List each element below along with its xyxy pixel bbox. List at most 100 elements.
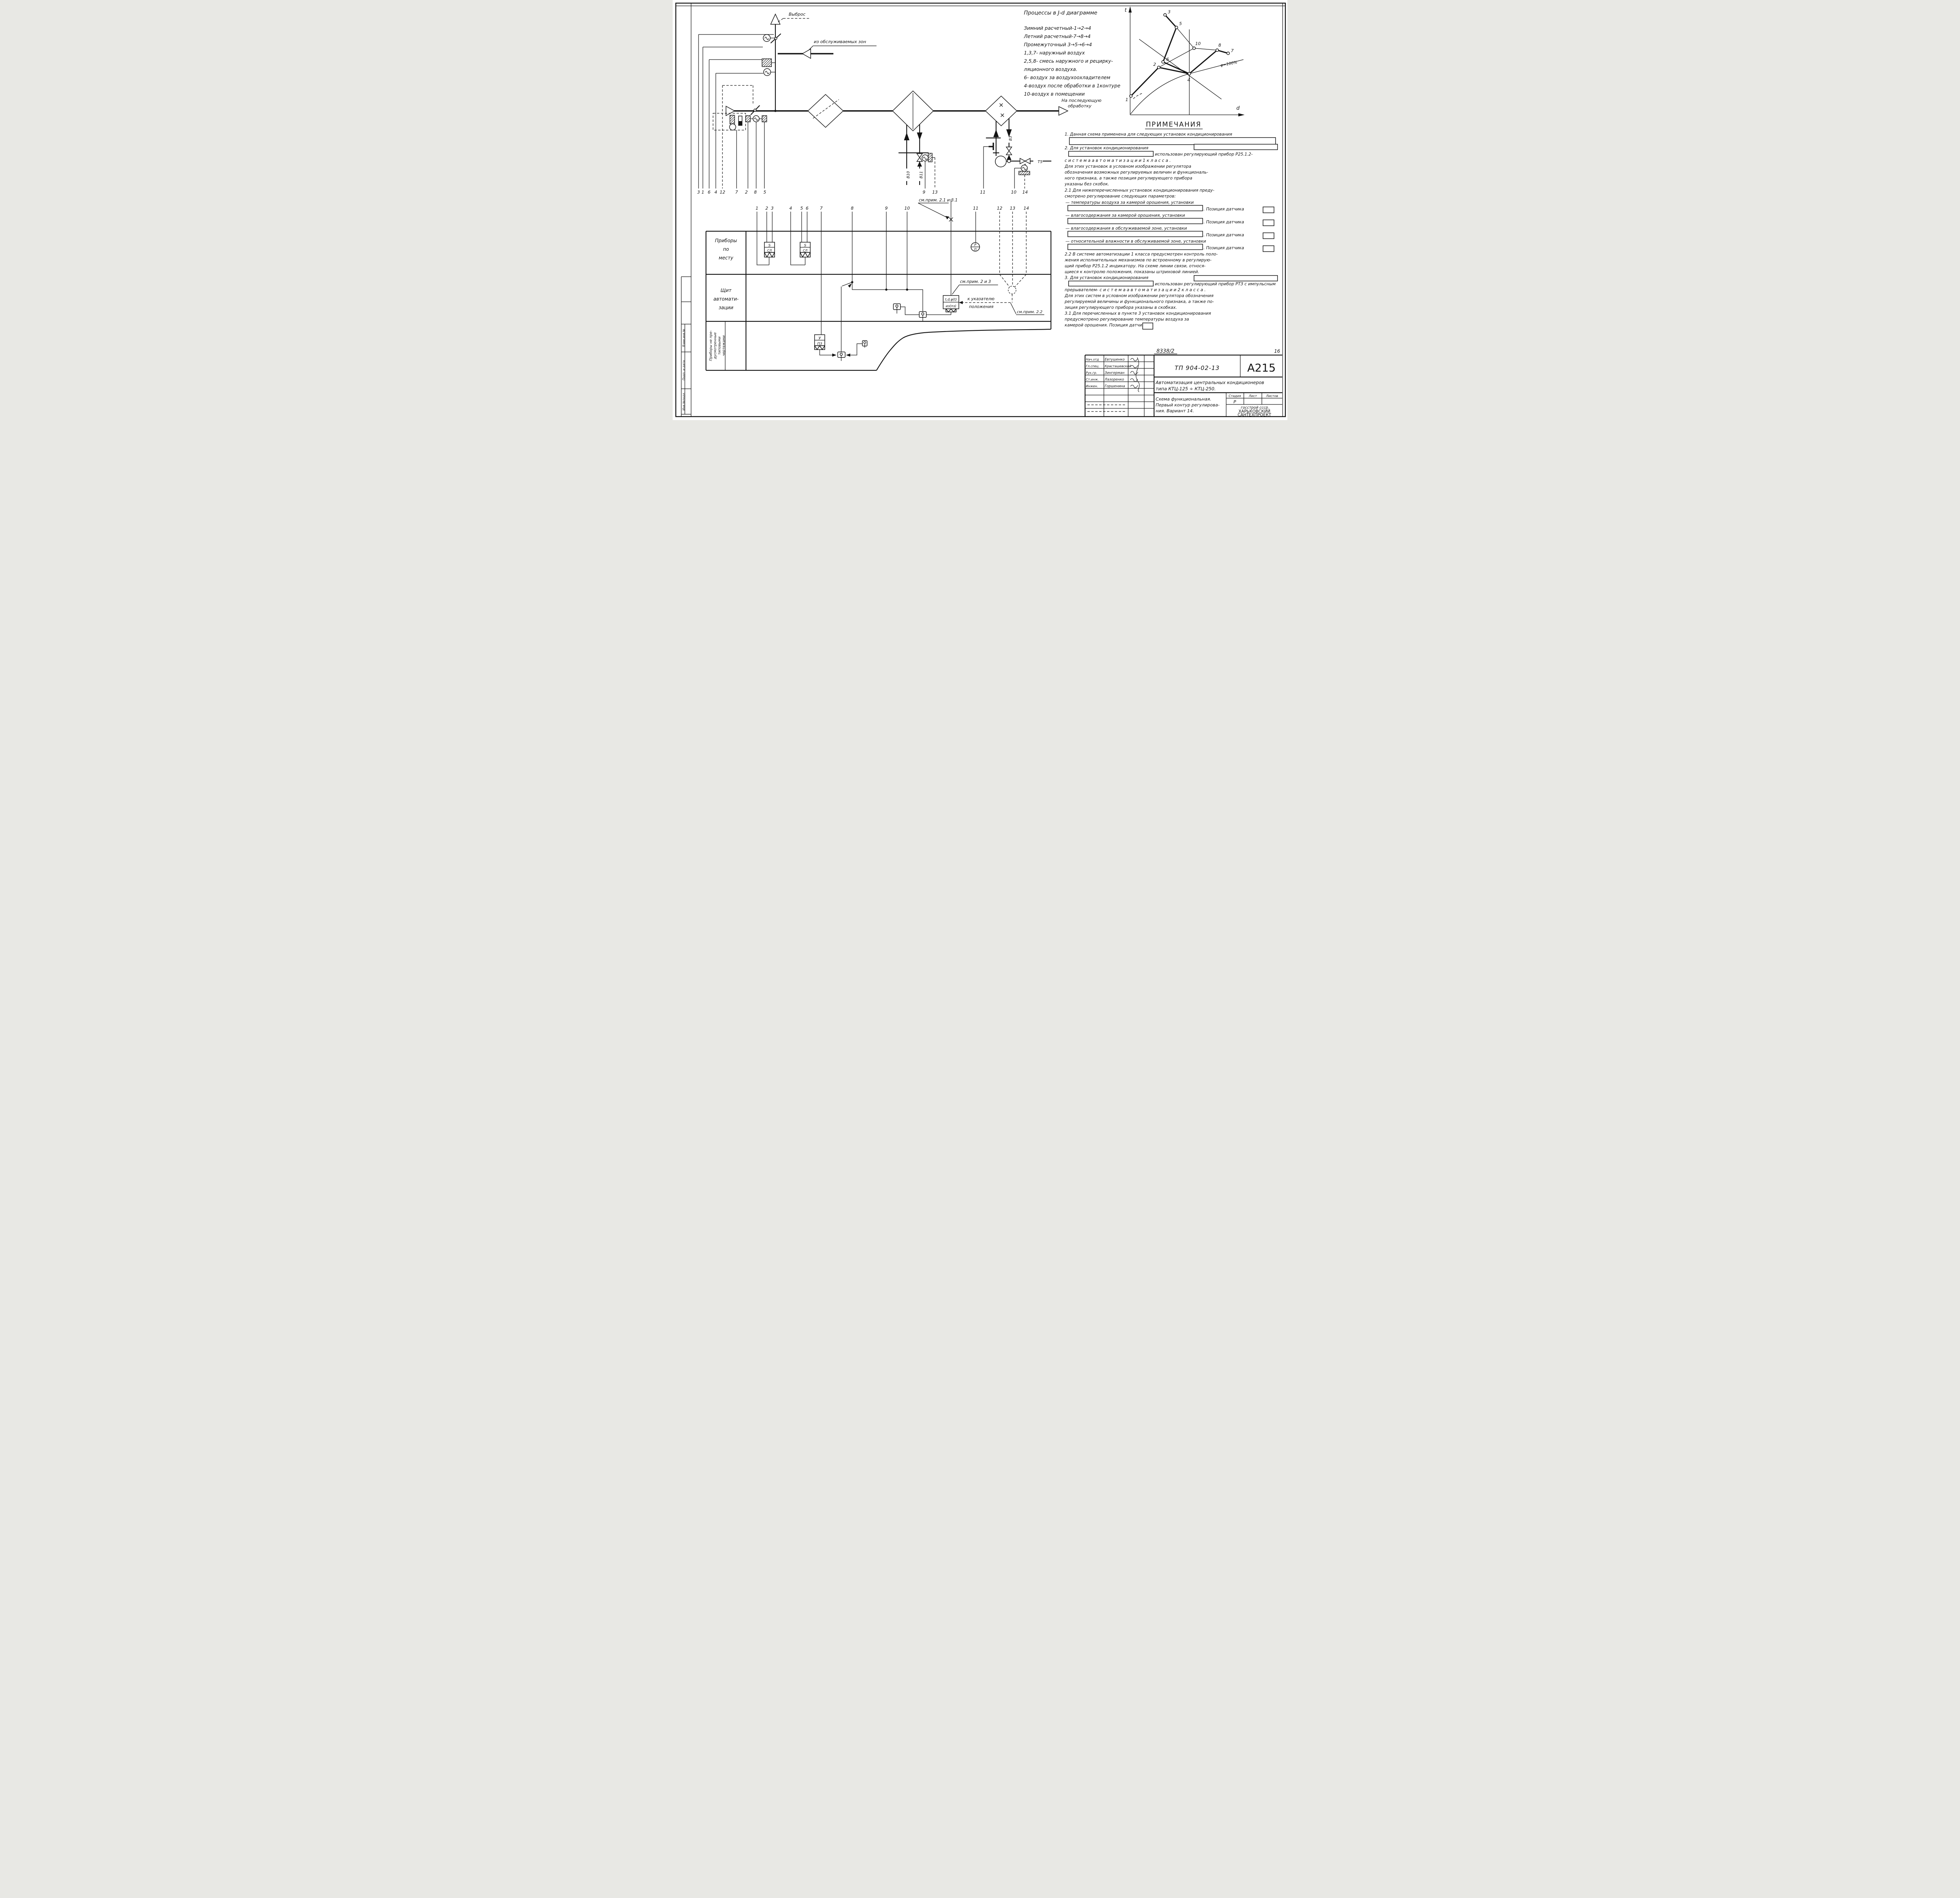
- box-top-label: У: [818, 336, 821, 341]
- position-indicator-dashed-circle: [1008, 286, 1016, 294]
- blank-box: [1068, 151, 1154, 157]
- note-line: 2.1 Для нижеперечисленных установок конд…: [1065, 188, 1214, 193]
- process-line: 2,5,8- смесь наружного и рецирку-: [1024, 58, 1113, 64]
- col-5: 5: [800, 206, 803, 211]
- signature-scribble: [1130, 365, 1138, 368]
- switch-box-a: [893, 303, 901, 314]
- process-line: ляционного воздуха.: [1024, 67, 1077, 72]
- sheet-code: А215: [1247, 361, 1276, 374]
- apparatus-sections: [807, 90, 1018, 132]
- thermometer-capsule-icon: [730, 115, 735, 124]
- inner-border-lines: [676, 3, 1285, 417]
- role-label: Инжен.: [1086, 384, 1098, 388]
- role-label: Гл.спец.: [1086, 364, 1100, 368]
- pt-label-2: 2: [1153, 62, 1156, 67]
- role-name: Евтушенко: [1105, 358, 1125, 362]
- schematic-canvas: Взам.инв.№ Подп. и дата Инв.№подл. Выбро…: [675, 2, 1286, 417]
- junction-dot: [906, 288, 908, 291]
- col-9: 9: [885, 206, 888, 211]
- exhaust-arrow-icon: [770, 13, 781, 25]
- wire-14: 14: [1022, 190, 1028, 195]
- row3-label: чертежами: [722, 335, 726, 356]
- wire-13: 13: [932, 190, 938, 195]
- note-line: . Позиция датчика: [1203, 220, 1244, 225]
- box-top-label: S: [768, 244, 771, 248]
- process-line: Промежуточный 3→5→6→4: [1024, 42, 1092, 47]
- processes-title: Процессы в J-d диаграмме: [1024, 10, 1097, 16]
- col-12: 12: [997, 206, 1002, 211]
- regulator-bottom-label: из(пз): [946, 305, 956, 308]
- gauge-bottom-label: П: [974, 248, 977, 252]
- wire-2: 2: [745, 190, 748, 195]
- pt-label-10: 10: [1195, 41, 1201, 46]
- row1-label: Приборы: [715, 238, 737, 243]
- zigzag-termination: [946, 308, 956, 313]
- see-note-21-31: см.прим. 2.1 и 3.1: [919, 198, 958, 203]
- arrowhead: [848, 283, 852, 288]
- row2-label: Щит: [720, 288, 732, 293]
- role-label: Нач.отд: [1086, 358, 1099, 361]
- t-axis-label: t: [1125, 7, 1127, 13]
- project-code: ТП 904-02-13: [1175, 364, 1220, 372]
- notes-block: ПРИМЕЧАНИЯ 1. Данная схема применена для…: [1064, 121, 1278, 330]
- valve-icon: [1020, 158, 1026, 165]
- blank-box-small: [1263, 232, 1274, 239]
- col-1: 1: [756, 206, 759, 211]
- note-line: — влагосодержания в обслуживаемой зоне, …: [1065, 226, 1187, 231]
- intake-arrow-icon: [726, 105, 735, 116]
- notes-title: ПРИМЕЧАНИЯ: [1146, 121, 1201, 129]
- stage-header: Стадия: [1229, 394, 1241, 398]
- valve-icon: [916, 157, 923, 162]
- heater-diamond-icon: [985, 95, 1018, 127]
- row3-label: Приборы не пре-: [709, 330, 713, 361]
- controller-U-PZ: У ПЗ: [814, 334, 825, 350]
- phi-100-label: φ=100%: [1220, 60, 1238, 68]
- duct-junction-dot: [774, 110, 777, 112]
- wire-7: 7: [735, 190, 738, 195]
- note-line: 3.1 Для перечисленных в пункте 3 установ…: [1065, 311, 1211, 316]
- note-line: камерой орошения. Позиция датчика: [1065, 323, 1147, 328]
- stamp-strip-lines: [681, 3, 691, 417]
- note-line: — температуры воздуха за камерой орошени…: [1065, 200, 1194, 205]
- dashed-curve-segment: [1133, 93, 1143, 99]
- td-diagram: t d 1 2 3 4 5 6 7 8 10 φ=100%: [1125, 6, 1245, 116]
- process-lines: [1130, 14, 1229, 97]
- wire-10: 10: [1011, 190, 1016, 195]
- process-line: 6- воздух за воздухоохладителем: [1024, 75, 1110, 80]
- temp-sensor-icon: [989, 143, 994, 150]
- flow-up-arrow: [917, 161, 922, 167]
- wire-8: 8: [754, 190, 757, 195]
- point-4: [1187, 72, 1191, 76]
- org-line-1: госстрой ссср: [1241, 406, 1268, 410]
- tee-junction: [1007, 159, 1011, 163]
- point-2: [1157, 65, 1161, 69]
- signature-scribble: [1130, 358, 1138, 361]
- col-3: 3: [771, 206, 774, 211]
- arrowhead-left: [959, 301, 963, 304]
- from-zones-arrow-icon: [802, 48, 811, 59]
- note-line: обозначения возможных регулируемых велич…: [1065, 170, 1208, 175]
- point-7: [1226, 51, 1230, 55]
- local-gauge-RP: Р П: [971, 242, 980, 252]
- doc-title-1: Автоматизация центральных кондиционеров: [1155, 380, 1264, 385]
- arrowhead: [946, 216, 949, 219]
- title-block: 8338/2 16 Нач.отд Евтушенко Гл.спец. Кра…: [1084, 348, 1282, 417]
- vybros-label: Выброс: [789, 12, 806, 17]
- flow-up-arrow: [1007, 155, 1011, 160]
- note-line: использован регулирующий прибор Р25.1.2-: [1155, 152, 1253, 157]
- role-name: Горшенина: [1105, 384, 1125, 388]
- process-line: Зимний расчетный-1→2→4: [1024, 25, 1091, 31]
- zigzag-termination: [800, 252, 811, 258]
- point-8: [1215, 48, 1219, 52]
- flow-up-arrow: [904, 132, 909, 140]
- valve-icon: [1005, 150, 1013, 155]
- flow-up-arrow: [993, 129, 999, 137]
- vybros-leader: [777, 18, 810, 23]
- titleblock-heavy-lines: [1084, 354, 1282, 416]
- note-line: жения исполнительных механизмов по встро…: [1064, 258, 1212, 263]
- processes-block: Процессы в J-d диаграмме Зимний расчетны…: [1024, 10, 1120, 97]
- col-11: 11: [973, 206, 978, 211]
- role-label: Рук.гр.: [1086, 371, 1097, 375]
- valve-icon: [916, 153, 923, 158]
- pt-label-1: 1: [1125, 97, 1128, 102]
